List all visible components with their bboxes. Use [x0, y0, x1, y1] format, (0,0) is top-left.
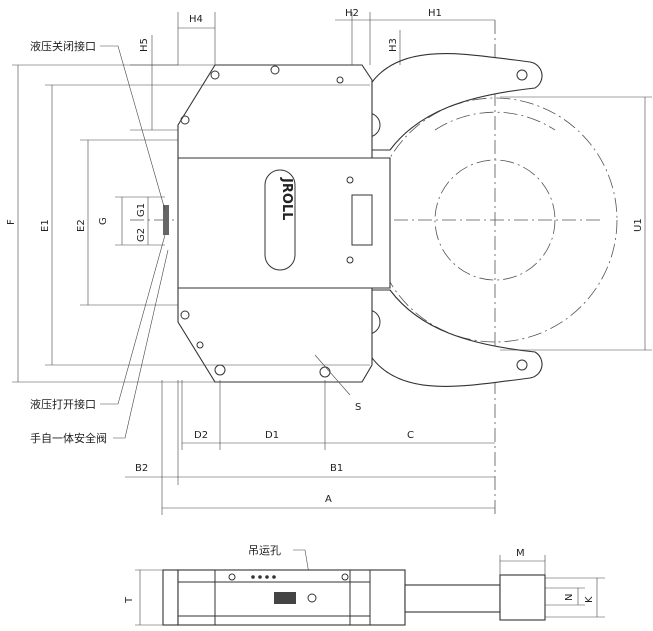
- max-pipe-circle: [372, 97, 618, 343]
- callout-hydraulic-close-port: 液压关闭接口: [30, 39, 96, 53]
- dim-u1: U1: [633, 218, 644, 232]
- dim-b2: B2: [135, 463, 148, 474]
- dim-m: M: [516, 548, 525, 559]
- dim-g2: G2: [136, 228, 147, 242]
- bolt-holes: [180, 65, 354, 378]
- dim-t: T: [124, 596, 135, 604]
- dim-h1: H1: [428, 8, 442, 19]
- leader-line: [100, 234, 166, 405]
- side-view-dimension-lines: [135, 555, 605, 626]
- dim-h3: H3: [388, 38, 399, 52]
- dim-b1: B1: [330, 463, 343, 474]
- dim-e2: E2: [76, 219, 87, 232]
- dimension-labels: H4 H2 H1 H5 H3 F E1 E2 G G1 G2 U1 D2 D1 …: [6, 8, 644, 604]
- dim-g1: G1: [136, 203, 147, 217]
- lower-jaw-arm: [369, 289, 543, 387]
- jaw-pin-hole: [516, 69, 528, 81]
- upper-jaw-arm: [369, 53, 543, 151]
- dim-a: A: [325, 494, 332, 505]
- lifting-hole: [307, 593, 317, 603]
- dim-f: F: [6, 219, 17, 225]
- leader-line: [113, 249, 169, 439]
- min-pipe-circle: [434, 159, 556, 281]
- dim-d2: D2: [194, 430, 208, 441]
- callout-lifting-hole: 吊运孔: [248, 544, 281, 557]
- jaw-pin-hole: [516, 359, 528, 371]
- clamp-body: [177, 64, 391, 383]
- dimension-lines: [12, 12, 652, 515]
- dim-h4: H4: [189, 14, 203, 25]
- dim-h2: H2: [345, 8, 359, 19]
- s-leader-line: [314, 354, 351, 396]
- dim-d1: D1: [265, 430, 279, 441]
- logo-text: JROLL: [279, 177, 294, 220]
- dim-g: G: [98, 217, 109, 225]
- dim-h5: H5: [139, 38, 150, 52]
- dim-k: K: [584, 596, 595, 603]
- dim-c: C: [407, 430, 414, 441]
- dim-s: S: [355, 402, 361, 413]
- logo-badge: [264, 169, 296, 271]
- roller: [351, 194, 373, 246]
- hydraulic-port-block: [163, 205, 169, 235]
- callout-hydraulic-open-port: 液压打开接口: [30, 397, 96, 411]
- callout-safety-valve: 手自一体安全阀: [30, 431, 107, 445]
- dim-e1: E1: [40, 219, 51, 232]
- leader-line: [100, 45, 166, 211]
- side-view: [162, 569, 546, 626]
- dim-n: N: [564, 594, 575, 601]
